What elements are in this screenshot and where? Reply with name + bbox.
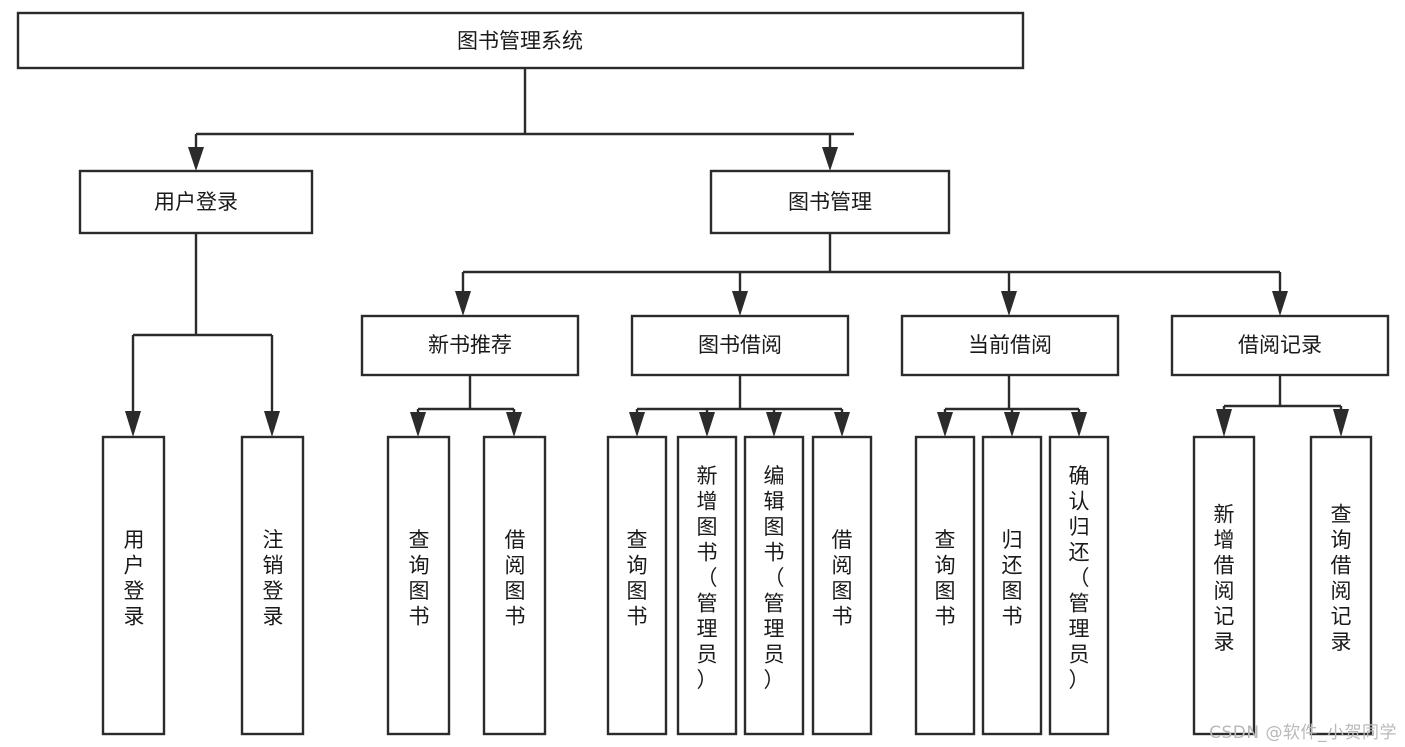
arrowhead-current-borrow [1001,291,1017,316]
node-book-management-box[interactable] [709,169,951,235]
arrowhead-leaf-user-logout [264,411,280,437]
node-leaf-borrow-book-2[interactable]: 借阅图书 [811,435,873,736]
node-leaf-confirm-return[interactable]: 确认归还（管理员） [1048,435,1110,736]
node-leaf-add-record-box[interactable] [1192,435,1256,736]
node-leaf-borrow-book-1-box[interactable] [482,435,547,736]
node-leaf-user-logout-box[interactable] [240,435,305,736]
node-leaf-query-book-2-label: 查询图书 [627,528,648,629]
node-leaf-query-book-3-label: 查询图书 [935,528,956,629]
node-new-book-recommend-box[interactable] [360,314,580,377]
edge-group-borrow-record [1216,375,1349,437]
node-book-borrow-box[interactable] [630,314,850,377]
node-leaf-query-record[interactable]: 查询借阅记录 [1309,435,1373,736]
node-leaf-add-record[interactable]: 新增借阅记录 [1192,435,1256,736]
node-leaf-add-book[interactable]: 新增图书（管理员） [676,435,738,736]
edge-group-root [188,68,854,171]
arrowhead-leaf-add-record [1216,409,1232,437]
node-user-login-box[interactable] [78,169,314,235]
node-leaf-confirm-return-label: 确认归还（管理员） [1069,464,1090,692]
node-leaf-edit-book[interactable]: 编辑图书（管理员） [743,435,805,736]
arrowhead-leaf-query-book-1 [410,412,426,437]
node-leaf-borrow-book-1[interactable]: 借阅图书 [482,435,547,736]
node-current-borrow[interactable]: 当前借阅 [900,314,1120,377]
node-leaf-query-book-2[interactable]: 查询图书 [606,435,668,736]
node-leaf-edit-book-box[interactable] [743,435,805,736]
node-leaf-user-login[interactable]: 用户登录 [101,435,166,736]
node-borrow-record-box[interactable] [1170,314,1390,377]
node-leaf-add-book-label: 新增图书（管理员） [697,464,718,692]
arrowhead-book-borrow [732,291,748,316]
node-leaf-borrow-book-2-label: 借阅图书 [832,528,853,629]
node-leaf-query-book-3[interactable]: 查询图书 [914,435,976,736]
node-leaf-query-record-box[interactable] [1309,435,1373,736]
node-current-borrow-label: 当前借阅 [968,333,1052,357]
edge-group-new-book-recommend [410,375,522,437]
arrowhead-leaf-query-book-2 [629,412,645,437]
node-leaf-query-book-1[interactable]: 查询图书 [386,435,451,736]
node-user-login-label: 用户登录 [154,190,238,214]
arrowhead-leaf-query-book-3 [937,412,953,437]
node-leaf-confirm-return-box[interactable] [1048,435,1110,736]
node-leaf-user-login-box[interactable] [101,435,166,736]
arrowhead-borrow-record [1272,291,1288,316]
node-leaf-borrow-book-1-label: 借阅图书 [505,528,526,629]
arrowhead-leaf-borrow-book-1 [506,412,522,437]
arrowhead-leaf-edit-book [766,412,782,437]
node-leaf-query-book-1-box[interactable] [386,435,451,736]
edge-group-book-borrow [629,375,850,437]
node-user-login[interactable]: 用户登录 [78,169,314,235]
arrowhead-new-book-recommend [455,291,471,316]
node-new-book-recommend[interactable]: 新书推荐 [360,314,580,377]
arrowhead-leaf-add-book [699,412,715,437]
arrowhead-leaf-user-login [125,411,141,437]
node-new-book-recommend-label: 新书推荐 [428,333,512,357]
node-leaf-add-book-box[interactable] [676,435,738,736]
node-leaf-user-login-label: 用户登录 [124,528,145,629]
node-leaf-return-book[interactable]: 归还图书 [981,435,1043,736]
node-leaf-user-logout-label: 注销登录 [263,528,284,629]
arrowhead-leaf-borrow-book-2 [834,412,850,437]
node-book-borrow-label: 图书借阅 [698,333,782,357]
node-leaf-query-book-3-box[interactable] [914,435,976,736]
edge-group-current-borrow [937,375,1087,437]
node-leaf-borrow-book-2-box[interactable] [811,435,873,736]
csdn-watermark: CSDN @软件_小贺同学 [1209,723,1397,743]
node-root[interactable]: 图书管理系统 [16,11,1025,70]
node-book-borrow[interactable]: 图书借阅 [630,314,850,377]
node-leaf-return-book-label: 归还图书 [1002,528,1023,629]
arrowhead-user-login [188,147,204,171]
arrowhead-leaf-return-book [1004,412,1020,437]
arrowhead-leaf-query-record [1333,409,1349,437]
node-borrow-record-label: 借阅记录 [1238,333,1322,357]
node-book-management[interactable]: 图书管理 [709,169,951,235]
node-root-box[interactable] [16,11,1025,70]
arrowhead-book-management [822,147,838,171]
arrowhead-leaf-confirm-return [1071,412,1087,437]
node-borrow-record[interactable]: 借阅记录 [1170,314,1390,377]
node-leaf-query-record-label: 查询借阅记录 [1331,502,1352,654]
node-leaf-add-record-label: 新增借阅记录 [1214,502,1235,654]
node-root-label: 图书管理系统 [457,29,583,53]
node-leaf-user-logout[interactable]: 注销登录 [240,435,305,736]
node-leaf-query-book-1-label: 查询图书 [409,528,430,629]
edge-group-user-login [125,233,280,437]
node-leaf-edit-book-label: 编辑图书（管理员） [764,464,785,692]
node-book-management-label: 图书管理 [788,190,872,214]
node-current-borrow-box[interactable] [900,314,1120,377]
edge-group-book-management [455,233,1288,316]
node-leaf-query-book-2-box[interactable] [606,435,668,736]
node-leaf-return-book-box[interactable] [981,435,1043,736]
